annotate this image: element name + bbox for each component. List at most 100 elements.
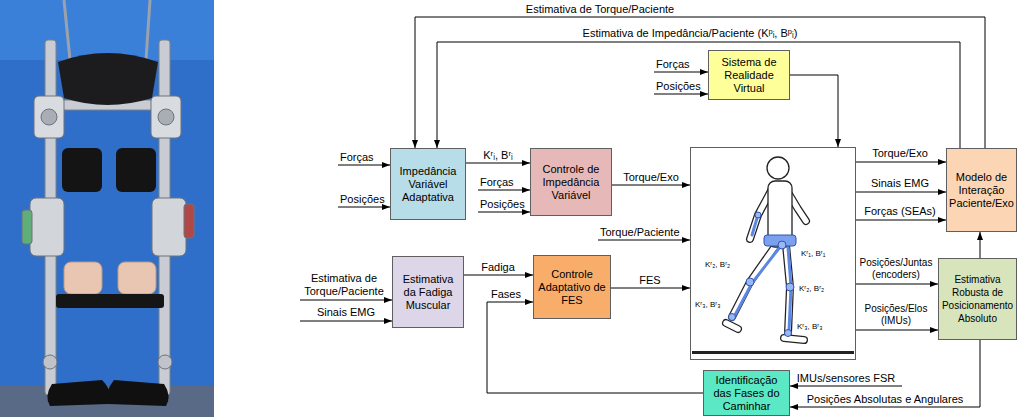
- flow-arrow: [790, 75, 838, 147]
- flow-arrow: [612, 185, 690, 186]
- knee-actuator: [22, 210, 32, 244]
- signal-label: Forças: [656, 58, 690, 71]
- photo-backdrop: [0, 0, 214, 60]
- box-text: Estimativa Robusta de Posicionamento Abs…: [942, 273, 1013, 325]
- harness-seat: [58, 53, 158, 105]
- flow-arrow: [437, 42, 960, 148]
- limb-outline: [784, 338, 804, 340]
- exo-joint: [785, 330, 792, 337]
- photo-backdrop: [0, 0, 214, 417]
- hip-actuator: [34, 96, 64, 138]
- box-text: Impedância Variável Adaptativa: [394, 165, 462, 204]
- limb-fill: [784, 338, 804, 340]
- suspension-strap: [64, 0, 150, 60]
- exo-links: [734, 215, 791, 331]
- limb-outline: [726, 323, 738, 329]
- flow-arrow: [611, 288, 690, 289]
- flow-arrow: [856, 162, 946, 163]
- input-arrow: [598, 240, 690, 241]
- box-text: Controle de Impedância Variável: [534, 163, 608, 202]
- thigh-strap: [62, 148, 156, 192]
- signal-label: Forças: [340, 151, 374, 164]
- knee-actuator: [184, 204, 194, 238]
- flow-arrow: [466, 163, 530, 164]
- shoe: [107, 380, 169, 406]
- exo-joint: [755, 212, 761, 218]
- input-arrow: [478, 212, 530, 213]
- limb-fill: [726, 189, 806, 340]
- flow-arrow: [980, 232, 981, 258]
- knee-actuator: [152, 198, 186, 256]
- shin-strap: [108, 294, 164, 308]
- exo-joint: [746, 278, 754, 286]
- signal-label: Posições: [340, 193, 385, 206]
- ankle-joint: [43, 355, 172, 369]
- process-box: Controle Adaptativo de FES: [533, 255, 611, 319]
- walking-figure: [690, 147, 856, 360]
- input-arrow: [478, 190, 530, 191]
- flow-arrow: [856, 284, 938, 285]
- thigh-strap: [62, 148, 102, 192]
- flow-arrow: [856, 330, 938, 331]
- signal-label: IMUs/sensores FSR: [797, 372, 895, 385]
- edge-label: Fadiga: [481, 261, 515, 274]
- limb-outline: [726, 189, 806, 340]
- input-arrow: [338, 165, 390, 166]
- shoe: [47, 380, 168, 406]
- exo-joint: [729, 314, 736, 321]
- suspension-strap: [64, 0, 70, 60]
- signal-label: Estimativa de Torque/Paciente: [299, 272, 389, 298]
- ground: [692, 351, 854, 354]
- process-box: Estimativa da Fadiga Muscular: [392, 256, 464, 328]
- edge-label: Estimativa de Torque/Paciente: [526, 3, 674, 16]
- shin-pad: [118, 262, 156, 294]
- exo-joint: [778, 241, 786, 249]
- edge-label: Posições/Elos (IMUs): [857, 303, 935, 327]
- hip-actuator: [34, 96, 181, 138]
- signal-label: Forças: [480, 176, 514, 189]
- process-box: Controle de Impedância Variável: [530, 148, 612, 216]
- edge-label: Torque/Exo: [872, 147, 928, 160]
- edge-label: Posições Absolutas e Angulares: [807, 393, 964, 406]
- signal-label: Posições: [480, 198, 525, 211]
- exo-joint: [786, 283, 794, 291]
- flow-arrow: [856, 192, 946, 193]
- hip-actuator: [151, 96, 181, 138]
- edge-label: Estimativa de Impedância/Paciente (Kᵖᵢ, …: [583, 27, 798, 40]
- flow-arrow: [415, 17, 985, 148]
- input-arrow: [790, 386, 902, 387]
- exo-links: [734, 247, 780, 317]
- hip-actuator: [158, 109, 174, 125]
- exoskeleton-photo: [0, 0, 215, 417]
- thigh-strap: [116, 148, 156, 192]
- process-box: Identificação das Fases do Caminhar: [703, 370, 790, 416]
- input-arrow: [654, 72, 708, 73]
- box-text: Estimativa da Fadiga Muscular: [396, 273, 460, 312]
- shin-strap: [56, 294, 164, 308]
- suspension-strap: [146, 0, 150, 60]
- shoe: [47, 380, 110, 406]
- edge-label: Fases: [491, 288, 521, 301]
- process-box: Modelo de Interação Paciente/Exo: [946, 148, 1017, 232]
- process-box: Estimativa Robusta de Posicionamento Abs…: [938, 258, 1017, 340]
- stiffness-label: Kʳ₃, Bʳ₃: [797, 322, 822, 332]
- flow-arrow: [790, 340, 980, 407]
- knee-actuator: [22, 198, 194, 256]
- flow-arrow: [856, 220, 946, 221]
- process-box: Sistema de Realidade Virtual: [708, 50, 790, 100]
- signal-label: Posições: [656, 80, 701, 93]
- box-text: Controle Adaptativo de FES: [537, 268, 607, 307]
- box-text: Sistema de Realidade Virtual: [712, 56, 786, 95]
- stiffness-label: Kʳ₂, Bʳ₂: [705, 260, 730, 270]
- input-arrow: [654, 94, 708, 95]
- edge-label: Torque/Exo: [623, 171, 679, 184]
- edge-label: Forças (SEAs): [864, 205, 936, 218]
- process-box: Impedância Variável Adaptativa: [390, 148, 466, 220]
- edge-label: Sinais EMG: [871, 177, 929, 190]
- stiffness-label: Kʳ₁, Bʳ₁: [801, 249, 825, 259]
- signal-label: Torque/Paciente: [600, 226, 680, 239]
- input-arrow: [300, 321, 392, 322]
- input-arrow: [300, 72, 902, 386]
- box-text: Modelo de Interação Paciente/Exo: [949, 171, 1014, 210]
- shin-pad: [64, 262, 102, 294]
